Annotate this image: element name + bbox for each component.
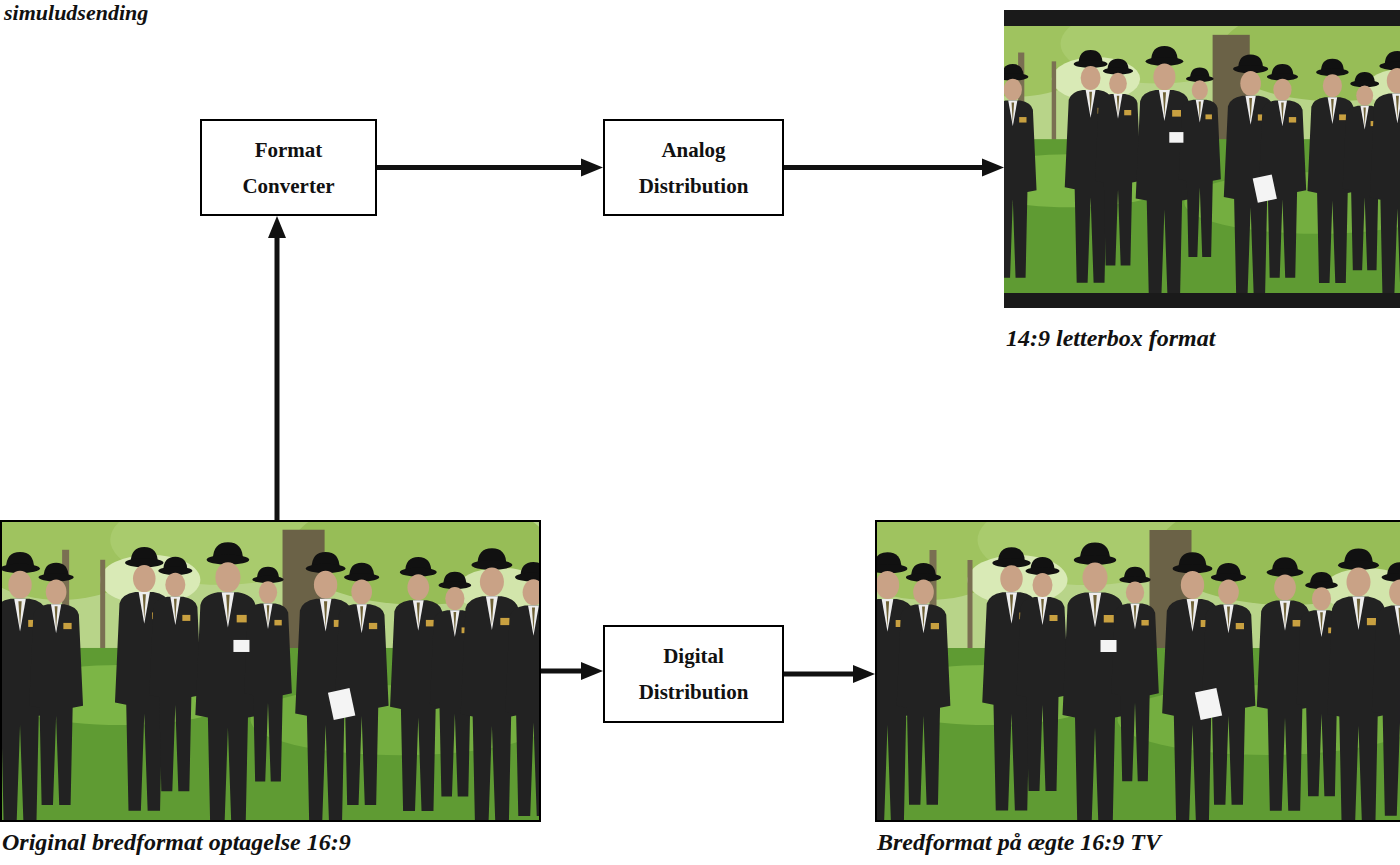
arrow-line [541,669,583,674]
process-box: Analog Distribution [603,119,784,216]
arrow-line [275,236,280,520]
process-box: Digital Distribution [603,625,784,723]
arrow-head [581,662,603,680]
arrow-line [377,165,583,170]
arrow-line [784,672,855,677]
image-node: Bredformat på ægte 16:9 TV [875,520,1400,822]
arrow-head [268,216,286,238]
arrow-head [853,665,875,683]
flow-arrow [784,159,1004,177]
letterbox-photo [937,4,1400,308]
flow-arrow [268,216,286,520]
flow-arrow [377,159,603,177]
corner-label: simuludsending [4,0,148,26]
image-caption: Bredformat på ægte 16:9 TV [877,828,1161,856]
arrow-line [784,165,984,170]
flow-arrow [784,665,875,683]
flow-arrow [541,662,603,680]
image-node: 14:9 letterbox format [1004,10,1400,308]
box-label: Digital Distribution [630,638,758,710]
image-caption: Original bredformat optagelse 16:9 [2,828,351,856]
box-label: Analog Distribution [630,132,758,204]
image-node: Original bredformat optagelse 16:9 [0,520,541,822]
widescreen-photo [838,495,1400,835]
arrow-head [982,159,1004,177]
process-box: Format Converter [200,119,377,216]
box-label: Format Converter [225,132,353,204]
image-caption: 14:9 letterbox format [1006,324,1215,352]
original-photo [0,495,562,836]
arrow-head [581,159,603,177]
